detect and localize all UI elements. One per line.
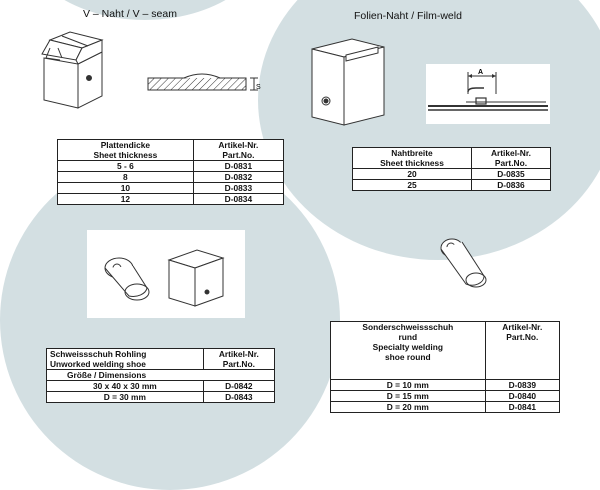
filmweld-title: Folien-Naht / Film-weld <box>354 10 462 22</box>
table-cell: 5 - 6 <box>57 160 194 172</box>
vseam-table: Plattendicke Sheet thickness Artikel-Nr.… <box>57 139 285 205</box>
vseam-header-partno: Artikel-Nr. Part.No. <box>192 139 285 161</box>
background-shape-top-right <box>258 0 600 260</box>
blank-subheader: Größe / Dimensions <box>46 369 275 381</box>
table-cell: D = 15 mm <box>330 390 486 402</box>
blank-illustration-panel <box>87 230 245 318</box>
table-cell: D = 30 mm <box>46 391 204 403</box>
table-cell: D-0836 <box>470 179 552 191</box>
table-cell: D-0843 <box>202 391 276 403</box>
round-table: Sonderschweissschuh rund Specialty weldi… <box>330 321 561 413</box>
table-cell: D-0834 <box>192 193 285 205</box>
table-cell: D-0833 <box>192 182 285 194</box>
vseam-header-thickness: Plattendicke Sheet thickness <box>57 139 194 161</box>
vseam-profile-diagram: S <box>147 73 261 91</box>
blank-shoes-illustration <box>104 249 225 307</box>
table-cell: D-0835 <box>470 168 552 180</box>
filmweld-header-width: Nahtbreite Sheet thickness <box>352 147 472 169</box>
blank-table: Schweissschuh Rohling Unworked welding s… <box>46 348 276 403</box>
table-cell: D-0831 <box>192 160 285 172</box>
table-cell: D-0840 <box>484 390 561 402</box>
filmweld-profile-diagram: A <box>426 64 550 124</box>
round-header-title: Sonderschweissschuh rund Specialty weldi… <box>330 321 486 380</box>
table-cell: 12 <box>57 193 194 205</box>
table-cell: D-0841 <box>484 401 561 413</box>
table-cell: D-0839 <box>484 379 561 391</box>
table-cell: D = 10 mm <box>330 379 486 391</box>
filmweld-dim-label: A <box>478 69 483 76</box>
filmweld-table: Nahtbreite Sheet thickness Artikel-Nr. P… <box>352 147 552 191</box>
round-shoe-illustration <box>440 238 487 288</box>
filmweld-shoe-illustration <box>311 38 385 126</box>
vseam-dim-label: S <box>256 84 261 91</box>
round-header-partno: Artikel-Nr. Part.No. <box>484 321 561 380</box>
blank-header-title: Schweissschuh Rohling Unworked welding s… <box>46 348 204 370</box>
filmweld-header-partno: Artikel-Nr. Part.No. <box>470 147 552 169</box>
table-cell: D-0832 <box>192 171 285 183</box>
blank-header-partno: Artikel-Nr. Part.No. <box>202 348 276 370</box>
table-cell: 25 <box>352 179 472 191</box>
vseam-title: V – Naht / V – seam <box>83 8 177 20</box>
table-cell: 20 <box>352 168 472 180</box>
table-cell: D-0842 <box>202 380 276 392</box>
table-cell: 8 <box>57 171 194 183</box>
table-cell: 30 x 40 x 30 mm <box>46 380 204 392</box>
vseam-shoe-illustration <box>41 31 104 109</box>
table-cell: D = 20 mm <box>330 401 486 413</box>
table-cell: 10 <box>57 182 194 194</box>
